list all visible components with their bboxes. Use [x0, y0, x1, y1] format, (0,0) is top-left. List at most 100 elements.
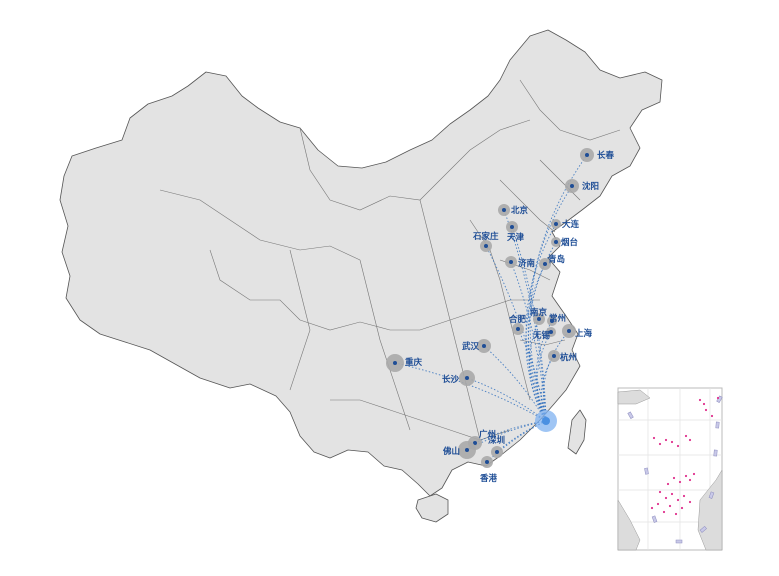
city-label: 长沙: [442, 374, 460, 385]
city-wuxi[interactable]: 无锡: [532, 327, 556, 341]
island-dot: [670, 440, 674, 444]
island-dot: [652, 436, 656, 440]
city-label: 杭州: [560, 352, 577, 363]
city-label: 天津: [507, 232, 525, 243]
route-to-wuxi: [536, 331, 552, 422]
city-dot: [465, 376, 469, 380]
island-dot: [698, 398, 702, 402]
island-dot: [684, 474, 688, 478]
city-shanghai[interactable]: 上海: [562, 324, 593, 339]
island-dot: [688, 500, 692, 504]
route-to-nanjing: [529, 318, 547, 422]
city-changsha[interactable]: 长沙: [442, 370, 475, 386]
city-dot: [549, 330, 553, 334]
route-to-dalian: [525, 223, 557, 422]
city-dot: [550, 319, 554, 323]
island-dot: [676, 498, 680, 502]
island-dot: [688, 478, 692, 482]
city-label: 无锡: [532, 330, 551, 341]
route-to-beijing: [503, 209, 547, 422]
city-shijiazhuang[interactable]: 石家庄: [472, 231, 499, 252]
island-dot: [710, 414, 714, 418]
city-wuhan[interactable]: 武汉: [462, 339, 491, 353]
city-label: 北京: [511, 205, 529, 216]
city-label: 大连: [562, 219, 580, 230]
city-label: 武汉: [462, 341, 480, 352]
city-dot: [554, 222, 558, 226]
city-hongkong[interactable]: 香港: [479, 456, 498, 484]
island-dot: [650, 506, 654, 510]
city-shenzhen[interactable]: 深圳: [488, 435, 505, 458]
south-china-sea-inset: [617, 387, 723, 551]
city-label: 长春: [597, 150, 615, 161]
city-dot: [585, 153, 589, 157]
island-dot: [658, 442, 662, 446]
city-label: 香港: [479, 473, 498, 484]
city-dot: [485, 460, 489, 464]
island-markers: [650, 396, 720, 516]
city-label: 重庆: [405, 357, 423, 368]
route-to-chongqing: [394, 362, 547, 422]
city-label: 青岛: [548, 254, 565, 265]
city-dot: [543, 262, 547, 266]
island-dot: [682, 494, 686, 498]
island-dot: [668, 504, 672, 508]
city-beijing[interactable]: 北京: [498, 204, 529, 216]
island-dot: [702, 402, 706, 406]
city-chongqing[interactable]: 重庆: [386, 354, 423, 372]
city-label: 烟台: [561, 237, 579, 248]
island-dot: [666, 482, 670, 486]
city-label: 沈阳: [582, 181, 599, 192]
route-to-wuhan: [483, 345, 547, 422]
island-dot: [674, 512, 678, 516]
island-dot: [676, 444, 680, 448]
route-to-jinan: [510, 261, 547, 422]
city-label: 广州: [479, 429, 496, 440]
taiwan-island: [567, 409, 587, 455]
city-hefei[interactable]: 合肥: [508, 314, 527, 335]
city-dot: [510, 225, 514, 229]
city-dot: [465, 448, 469, 452]
city-changchun[interactable]: 长春: [580, 148, 615, 162]
island-dot: [664, 496, 668, 500]
island-dot: [672, 476, 676, 480]
city-dot: [567, 329, 571, 333]
city-jinan[interactable]: 济南: [505, 256, 536, 269]
city-nanjing[interactable]: 南京: [530, 307, 548, 325]
city-label: 济南: [518, 258, 536, 269]
island-dot: [662, 510, 666, 514]
city-dot: [537, 317, 541, 321]
island-dot: [670, 492, 674, 496]
city-label: 合肥: [508, 314, 527, 325]
city-label: 南京: [530, 307, 548, 318]
island-dot: [716, 396, 720, 400]
city-yantai[interactable]: 烟台: [551, 237, 579, 248]
city-tianjin[interactable]: 天津: [506, 221, 525, 243]
city-changzhou[interactable]: 常州: [547, 313, 566, 326]
city-dot: [502, 208, 506, 212]
hainan-island: [415, 493, 449, 523]
island-dot: [678, 480, 682, 484]
city-dot: [495, 450, 499, 454]
island-dot: [692, 472, 696, 476]
city-label: 佛山: [442, 446, 460, 457]
city-qingdao[interactable]: 青岛: [539, 254, 565, 270]
route-to-changsha: [466, 377, 547, 422]
city-shenyang[interactable]: 沈阳: [565, 179, 599, 193]
city-dot: [482, 344, 486, 348]
route-to-qingdao: [525, 263, 547, 422]
island-dot: [684, 434, 688, 438]
hub-xiamen: [535, 410, 557, 432]
island-dot: [688, 438, 692, 442]
island-dot: [656, 502, 660, 506]
city-hangzhou[interactable]: 杭州: [548, 350, 577, 363]
city-dalian[interactable]: 大连: [551, 219, 580, 230]
city-label: 上海: [575, 328, 593, 339]
city-label: 深圳: [488, 435, 505, 446]
route-to-shenyang: [527, 185, 573, 422]
city-foshan[interactable]: 佛山: [442, 441, 476, 459]
city-dot: [509, 260, 513, 264]
